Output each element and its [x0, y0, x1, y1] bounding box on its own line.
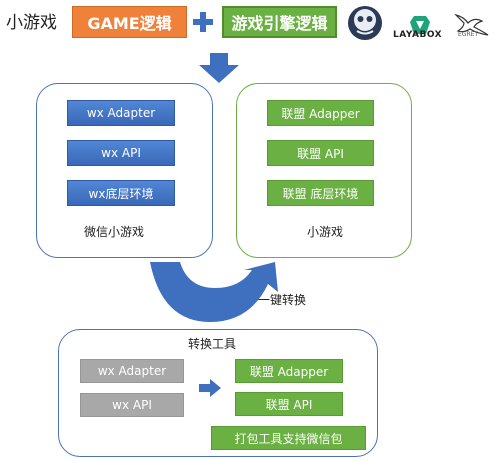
game-logic-box: GAME逻辑 — [72, 6, 187, 38]
cocos-logo-icon — [348, 6, 382, 40]
tool-wx-api-box: wx API — [80, 393, 184, 417]
page-title: 小游戏 — [6, 13, 57, 33]
right-arrow-icon — [199, 379, 221, 397]
laya-logo-text: LAYABOX — [393, 30, 443, 40]
union-api-box: 联盟 API — [267, 140, 374, 166]
union-adapper-box: 联盟 Adapper — [267, 100, 374, 126]
tool-panel-title: 转换工具 — [188, 337, 237, 351]
plus-icon — [193, 12, 213, 32]
package-tool-box: 打包工具支持微信包 — [211, 426, 366, 450]
wechat-panel-caption: 微信小游戏 — [84, 225, 145, 239]
wx-base-env-box: wx底层环境 — [67, 180, 175, 206]
tool-wx-adapter-box: wx Adapter — [80, 359, 184, 383]
conversion-tool-panel — [58, 329, 378, 457]
minigame-panel — [236, 83, 412, 258]
mini-panel-caption: 小游戏 — [307, 225, 344, 239]
wechat-minigame-panel — [36, 83, 213, 258]
engine-logic-box: 游戏引擎逻辑 — [222, 6, 337, 38]
convert-curve-arrow-icon — [150, 262, 278, 322]
convert-label: 一键转换 — [258, 293, 307, 307]
union-base-env-box: 联盟 底层环境 — [267, 180, 374, 206]
tool-union-adapper-box: 联盟 Adapper — [235, 359, 343, 383]
egret-logo-text: EGRET — [458, 31, 479, 38]
tool-union-api-box: 联盟 API — [235, 392, 343, 416]
laya-logo-icon — [410, 16, 430, 34]
down-arrow-icon — [199, 53, 239, 83]
wx-api-box: wx API — [67, 140, 175, 166]
egret-logo-icon — [454, 13, 489, 36]
wx-adapter-box: wx Adapter — [67, 100, 175, 126]
